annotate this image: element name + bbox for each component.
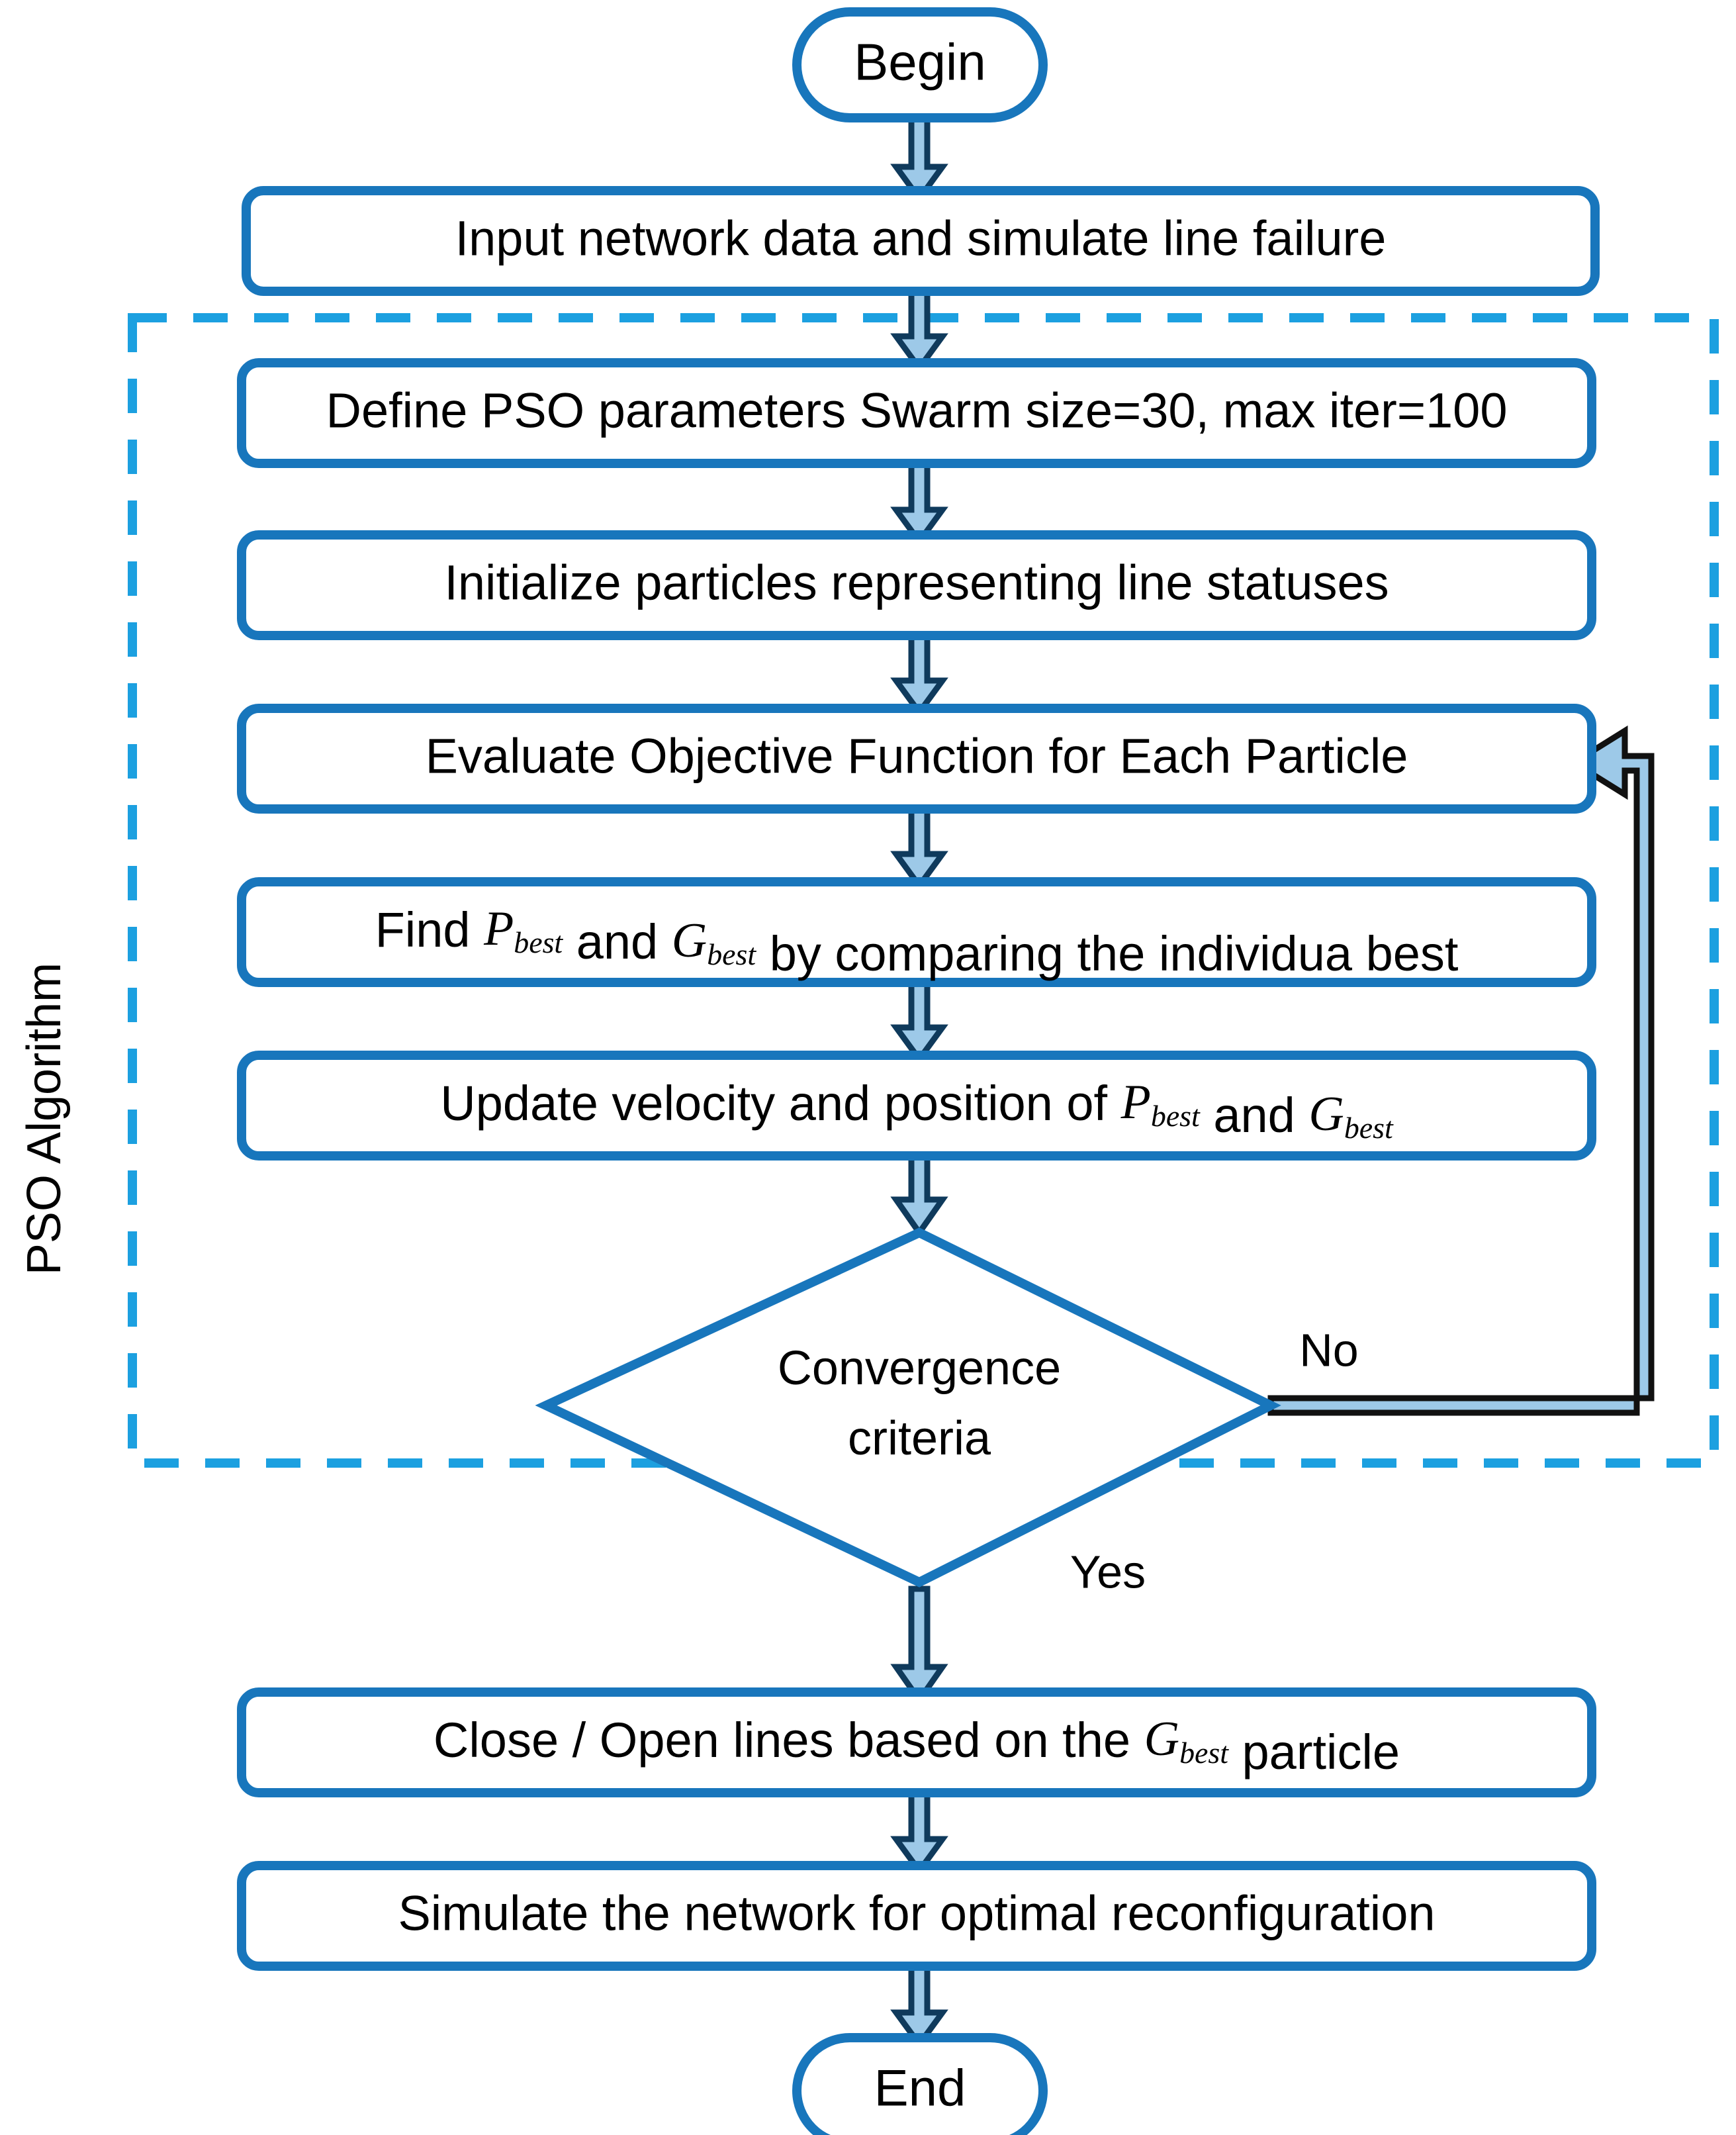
pso-group-label: PSO Algorithm — [18, 963, 71, 1275]
node-update-velocity-label: Update velocity and position of Pbest an… — [440, 1075, 1394, 1145]
node-evaluate-objective[interactable]: Evaluate Objective Function for Each Par… — [237, 704, 1596, 814]
node-simulate-network-label: Simulate the network for optimal reconfi… — [398, 1886, 1435, 1941]
arrow-begin-to-input — [890, 115, 948, 204]
node-find-best[interactable]: Find Pbest and Gbest by comparing the in… — [237, 877, 1596, 987]
pso-group-dashed-box — [128, 313, 1719, 1468]
node-simulate-network[interactable]: Simulate the network for optimal reconfi… — [237, 1861, 1596, 1971]
node-decision-line1: Convergence — [778, 1342, 1061, 1395]
arrow-evaluate-to-findbest — [890, 806, 948, 891]
node-update-velocity[interactable]: Update velocity and position of Pbest an… — [237, 1051, 1596, 1161]
arrow-findbest-to-update — [890, 979, 948, 1065]
node-end-label: End — [874, 2059, 966, 2117]
feedback-loop-no-arrow — [1267, 725, 1655, 1416]
node-initialize-particles[interactable]: Initialize particles representing line s… — [237, 530, 1596, 640]
node-initialize-particles-label: Initialize particles representing line s… — [444, 555, 1389, 610]
node-define-parameters[interactable]: Define PSO parameters Swarm size=30, max… — [237, 358, 1596, 468]
arrow-input-to-define — [890, 288, 948, 373]
node-decision-line2: criteria — [848, 1412, 991, 1465]
edge-label-no: No — [1299, 1324, 1358, 1376]
node-decision-convergence[interactable]: Convergence criteria — [535, 1227, 1281, 1588]
node-begin-label: Begin — [854, 33, 986, 91]
node-begin[interactable]: Begin — [792, 7, 1048, 122]
node-evaluate-objective-label: Evaluate Objective Function for Each Par… — [426, 729, 1408, 784]
arrow-update-to-decision — [890, 1153, 948, 1238]
edge-label-yes: Yes — [1070, 1546, 1146, 1597]
arrow-define-to-initialize — [890, 460, 948, 547]
node-input-label: Input network data and simulate line fai… — [455, 211, 1387, 266]
node-close-open-lines[interactable]: Close / Open lines based on the Gbest pa… — [237, 1687, 1596, 1797]
arrow-decision-yes-to-closeopen — [890, 1586, 948, 1705]
arrow-closeopen-to-simulate — [890, 1788, 948, 1876]
node-define-parameters-label: Define PSO parameters Swarm size=30, max… — [326, 383, 1508, 438]
arrow-initialize-to-evaluate — [890, 632, 948, 718]
node-input[interactable]: Input network data and simulate line fai… — [242, 186, 1600, 296]
node-find-best-label: Find Pbest and Gbest by comparing the in… — [375, 902, 1459, 981]
node-close-open-lines-label: Close / Open lines based on the Gbest pa… — [434, 1712, 1400, 1779]
arrow-simulate-to-end — [890, 1962, 948, 2050]
node-end[interactable]: End — [792, 2033, 1048, 2135]
